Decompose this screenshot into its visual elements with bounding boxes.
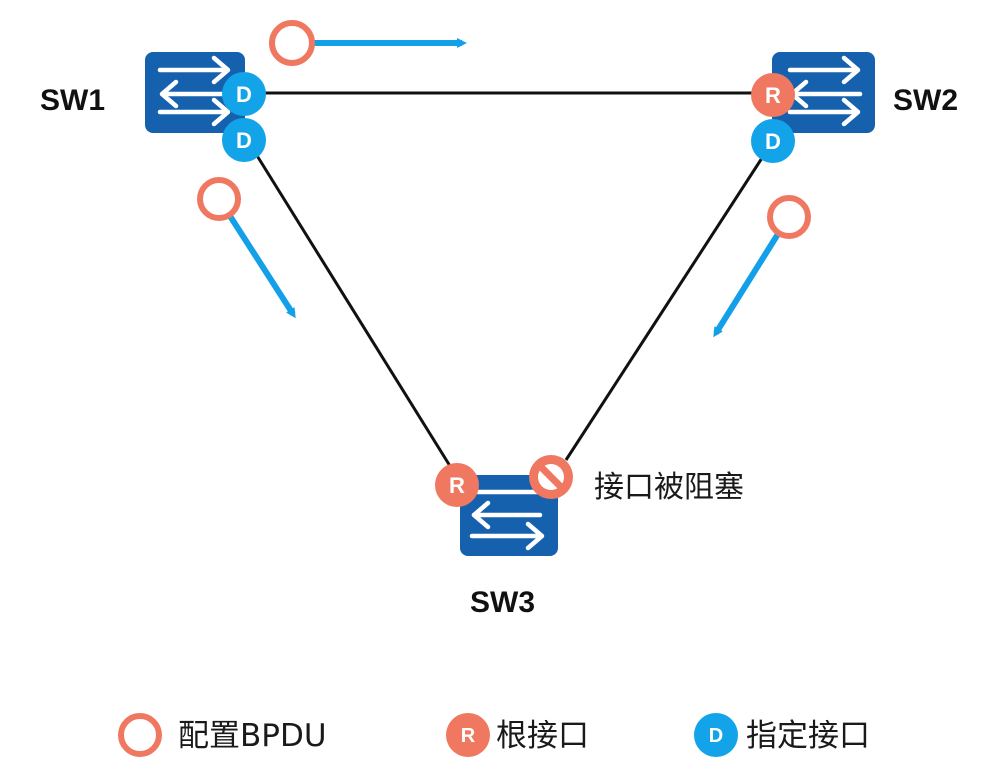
- legend-letter-designated: D: [709, 725, 723, 747]
- bpdu-ring-icon: [767, 195, 811, 239]
- switch-sw2[interactable]: SW2: [772, 52, 958, 133]
- legend-item-designated-port: D 指定接口: [694, 713, 870, 757]
- switch-label-sw3: SW3: [470, 586, 535, 619]
- switch-sw1[interactable]: SW1: [40, 52, 245, 133]
- bpdu-ring-icon: [118, 713, 162, 757]
- root-port-icon: [446, 713, 490, 757]
- root-port-icon: [435, 463, 479, 507]
- switch-sw3[interactable]: SW3: [460, 475, 558, 619]
- designated-port-icon: [694, 713, 738, 757]
- legend-item-bpdu: 配置BPDU: [118, 713, 327, 757]
- port-letter: D: [765, 129, 781, 154]
- legend-item-root-port: R 根接口: [446, 713, 589, 757]
- port-letter: R: [765, 83, 781, 108]
- legend-letter-root: R: [461, 725, 476, 747]
- port-sw3-to-sw2[interactable]: [529, 455, 573, 499]
- port-sw1-to-sw3[interactable]: D: [222, 118, 266, 162]
- port-sw1-to-sw2[interactable]: D: [222, 72, 266, 116]
- designated-port-icon: [751, 119, 795, 163]
- legend-label-bpdu: 配置BPDU: [178, 718, 327, 754]
- legend: 配置BPDU R 根接口 D 指定接口: [118, 713, 870, 757]
- designated-port-icon: [222, 118, 266, 162]
- bpdu-ring-icon: [269, 20, 315, 66]
- root-port-icon: [751, 73, 795, 117]
- switch-label-sw1: SW1: [40, 84, 105, 117]
- port-letter: D: [236, 128, 252, 153]
- blocked-port-annotation: 接口被阻塞: [594, 470, 744, 505]
- bpdu-ring-icon: [197, 177, 241, 221]
- designated-port-icon: [222, 72, 266, 116]
- port-letter: R: [449, 473, 465, 498]
- legend-label-designated-port: 指定接口: [746, 718, 870, 754]
- switch-label-sw2: SW2: [893, 84, 958, 117]
- port-sw2-to-sw3[interactable]: D: [751, 119, 795, 163]
- port-sw3-to-sw1[interactable]: R: [435, 463, 479, 507]
- port-sw2-to-sw1[interactable]: R: [751, 73, 795, 117]
- bpdu-flow-sw1-sw2: [269, 20, 467, 66]
- port-letter: D: [236, 82, 252, 107]
- blocked-icon: [529, 455, 573, 499]
- bpdu-flow-sw2-sw3: [713, 195, 811, 338]
- link-sw2-sw3: [564, 157, 764, 461]
- bpdu-arrow-icon: [713, 232, 781, 338]
- bpdu-arrow-icon: [227, 214, 296, 319]
- bpdu-flow-sw1-sw3: [197, 177, 296, 319]
- link-sw1-sw3: [254, 153, 452, 467]
- legend-label-root-port: 根接口: [496, 718, 589, 754]
